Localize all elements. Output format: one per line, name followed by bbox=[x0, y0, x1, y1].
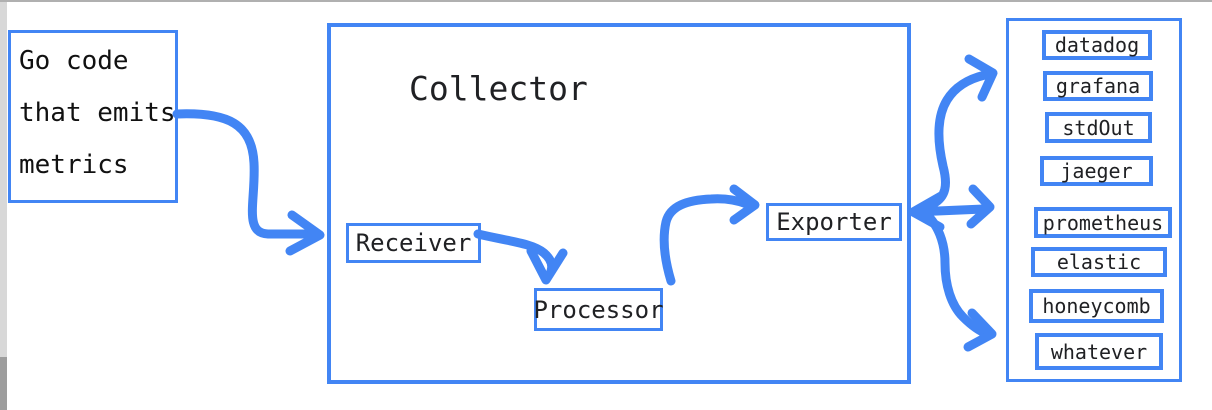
arrow-exporter-to-destinations-top bbox=[928, 54, 998, 209]
destination-label: grafana bbox=[1055, 74, 1141, 98]
receiver-box[interactable]: Receiver bbox=[346, 223, 481, 263]
destination-box-prometheus[interactable]: prometheus bbox=[1034, 207, 1172, 238]
source-label: Go code that emits metrics bbox=[19, 46, 176, 180]
destination-label: whatever bbox=[1050, 339, 1148, 364]
destination-box-elastic[interactable]: elastic bbox=[1031, 247, 1167, 277]
collector-title: Collector bbox=[409, 69, 588, 108]
left-scrollbar-track[interactable] bbox=[0, 0, 7, 410]
destination-box-grafana[interactable]: grafana bbox=[1043, 71, 1153, 101]
destination-box-honeycomb[interactable]: honeycomb bbox=[1029, 289, 1164, 323]
destination-box-jaeger[interactable]: jaeger bbox=[1040, 156, 1153, 186]
destination-label: datadog bbox=[1054, 33, 1140, 57]
destination-box-datadog[interactable]: datadog bbox=[1042, 30, 1152, 60]
arrow-exporter-to-destinations-bottom bbox=[917, 205, 997, 352]
destination-label: honeycomb bbox=[1042, 294, 1151, 318]
processor-box[interactable]: Processor bbox=[533, 288, 664, 331]
scrollbar-thumb[interactable] bbox=[0, 357, 7, 410]
destination-label: jaeger bbox=[1060, 159, 1133, 183]
exporter-box[interactable]: Exporter bbox=[766, 203, 902, 241]
exporter-label: Exporter bbox=[776, 208, 892, 236]
processor-label: Processor bbox=[533, 295, 664, 324]
destination-label: stdOut bbox=[1062, 115, 1135, 140]
window-top-border bbox=[0, 0, 1212, 2]
source-box[interactable]: Go code that emits metrics bbox=[8, 30, 178, 203]
arrow-exporter-to-destinations-middle bbox=[908, 184, 995, 232]
destination-box-stdout[interactable]: stdOut bbox=[1045, 112, 1152, 143]
destination-box-whatever[interactable]: whatever bbox=[1035, 333, 1163, 370]
destination-label: elastic bbox=[1056, 250, 1142, 274]
destination-label: prometheus bbox=[1042, 210, 1164, 235]
receiver-label: Receiver bbox=[355, 229, 472, 257]
arrow-source-to-collector bbox=[172, 109, 325, 256]
collector-box[interactable]: Collector Receiver Processor Exporter bbox=[327, 23, 911, 384]
